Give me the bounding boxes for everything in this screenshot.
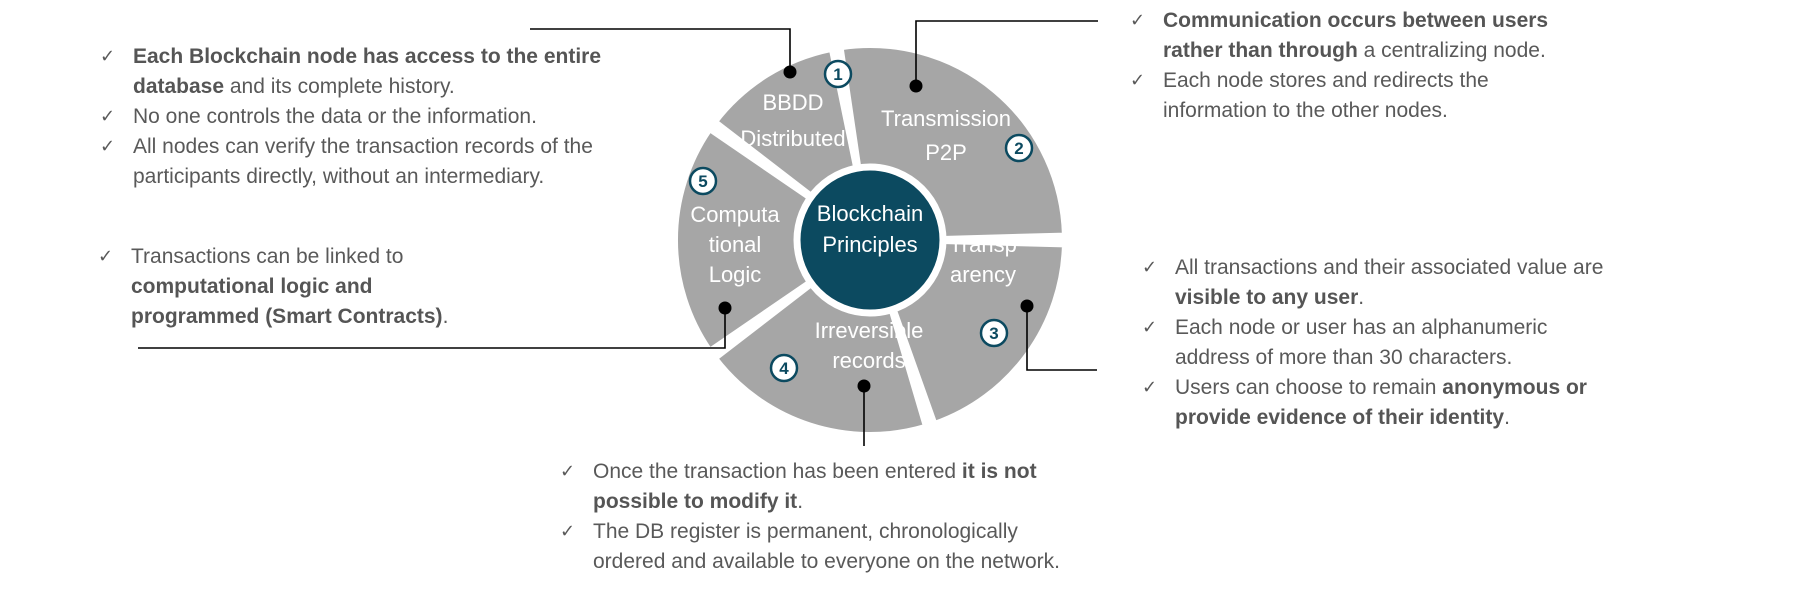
check-icon: ✓ (1142, 257, 1158, 278)
p2p-item-1: ✓ Communication occurs between users rat… (1130, 6, 1650, 66)
distributed-item-3: ✓ All nodes can verify the transaction r… (100, 132, 700, 192)
transparency-item-1: ✓ All transactions and their associated … (1142, 253, 1702, 313)
center-label-line2: Principles (822, 232, 917, 257)
computational-item-1: ✓ Transactions can be linked to computat… (98, 242, 578, 332)
number-badge-5: 5 (688, 166, 718, 196)
check-icon: ✓ (100, 136, 116, 157)
connector-dot-5 (718, 301, 732, 315)
transparency-description: ✓ All transactions and their associated … (1142, 253, 1702, 433)
segment-5-label-line1: Computa (690, 202, 780, 227)
check-icon: ✓ (560, 521, 576, 542)
segment-5-computational (674, 127, 874, 353)
connector-line-2 (915, 20, 1098, 86)
segment-3-label-line2: arency (950, 262, 1016, 287)
number-badge-2: 2 (1004, 133, 1034, 163)
check-icon: ✓ (100, 46, 116, 67)
connector-line-5 (138, 308, 726, 349)
check-icon: ✓ (1142, 377, 1158, 398)
p2p-description: ✓ Communication occurs between users rat… (1130, 6, 1650, 126)
distributed-item-1: ✓ Each Blockchain node has access to the… (100, 42, 700, 102)
center-label-line1: Blockchain (817, 201, 923, 226)
segment-2-label-line1: Transmission (881, 106, 1011, 131)
number-4: 4 (779, 359, 789, 378)
connector-dot-3 (1020, 299, 1034, 313)
distributed-description: ✓ Each Blockchain node has access to the… (100, 42, 700, 192)
irreversible-item-2: ✓ The DB register is permanent, chronolo… (560, 517, 1180, 577)
center-circle (793, 163, 947, 317)
number-badge-4: 4 (769, 353, 799, 383)
number-badge-1: 1 (823, 59, 853, 89)
number-badge-3: 3 (979, 318, 1009, 348)
segment-1-label-line1: BBDD (762, 90, 823, 115)
transparency-item-3: ✓ Users can choose to remain anonymous o… (1142, 373, 1702, 433)
connector-dot-2 (909, 79, 923, 93)
distributed-item-2: ✓ No one controls the data or the inform… (100, 102, 700, 132)
segment-5-label-line2: tional (709, 232, 762, 257)
segment-4-label-line1: Irreversible (815, 318, 924, 343)
segment-4-label-line2: records (832, 348, 905, 373)
connector-dot-1 (783, 65, 797, 79)
check-icon: ✓ (98, 246, 114, 267)
computational-description: ✓ Transactions can be linked to computat… (98, 242, 578, 332)
connector-line-3 (1026, 306, 1097, 371)
segment-5-label-line3: Logic (709, 262, 762, 287)
irreversible-description: ✓ Once the transaction has been entered … (560, 457, 1180, 577)
number-3: 3 (989, 324, 998, 343)
check-icon: ✓ (1130, 70, 1146, 91)
number-5: 5 (698, 172, 707, 191)
segment-3-label-line1: Transp (949, 232, 1017, 257)
check-icon: ✓ (560, 461, 576, 482)
check-icon: ✓ (1142, 317, 1158, 338)
connector-dot-4 (857, 379, 871, 393)
transparency-item-2: ✓ Each node or user has an alphanumeric … (1142, 313, 1702, 373)
check-icon: ✓ (100, 106, 116, 127)
p2p-item-2: ✓ Each node stores and redirects the inf… (1130, 66, 1650, 126)
number-1: 1 (833, 65, 842, 84)
segment-2-label-line2: P2P (925, 140, 967, 165)
number-2: 2 (1014, 139, 1023, 158)
check-icon: ✓ (1130, 10, 1146, 31)
segment-1-label-line2: Distributed (740, 126, 845, 151)
irreversible-item-1: ✓ Once the transaction has been entered … (560, 457, 1180, 517)
connector-line-1 (530, 28, 791, 72)
